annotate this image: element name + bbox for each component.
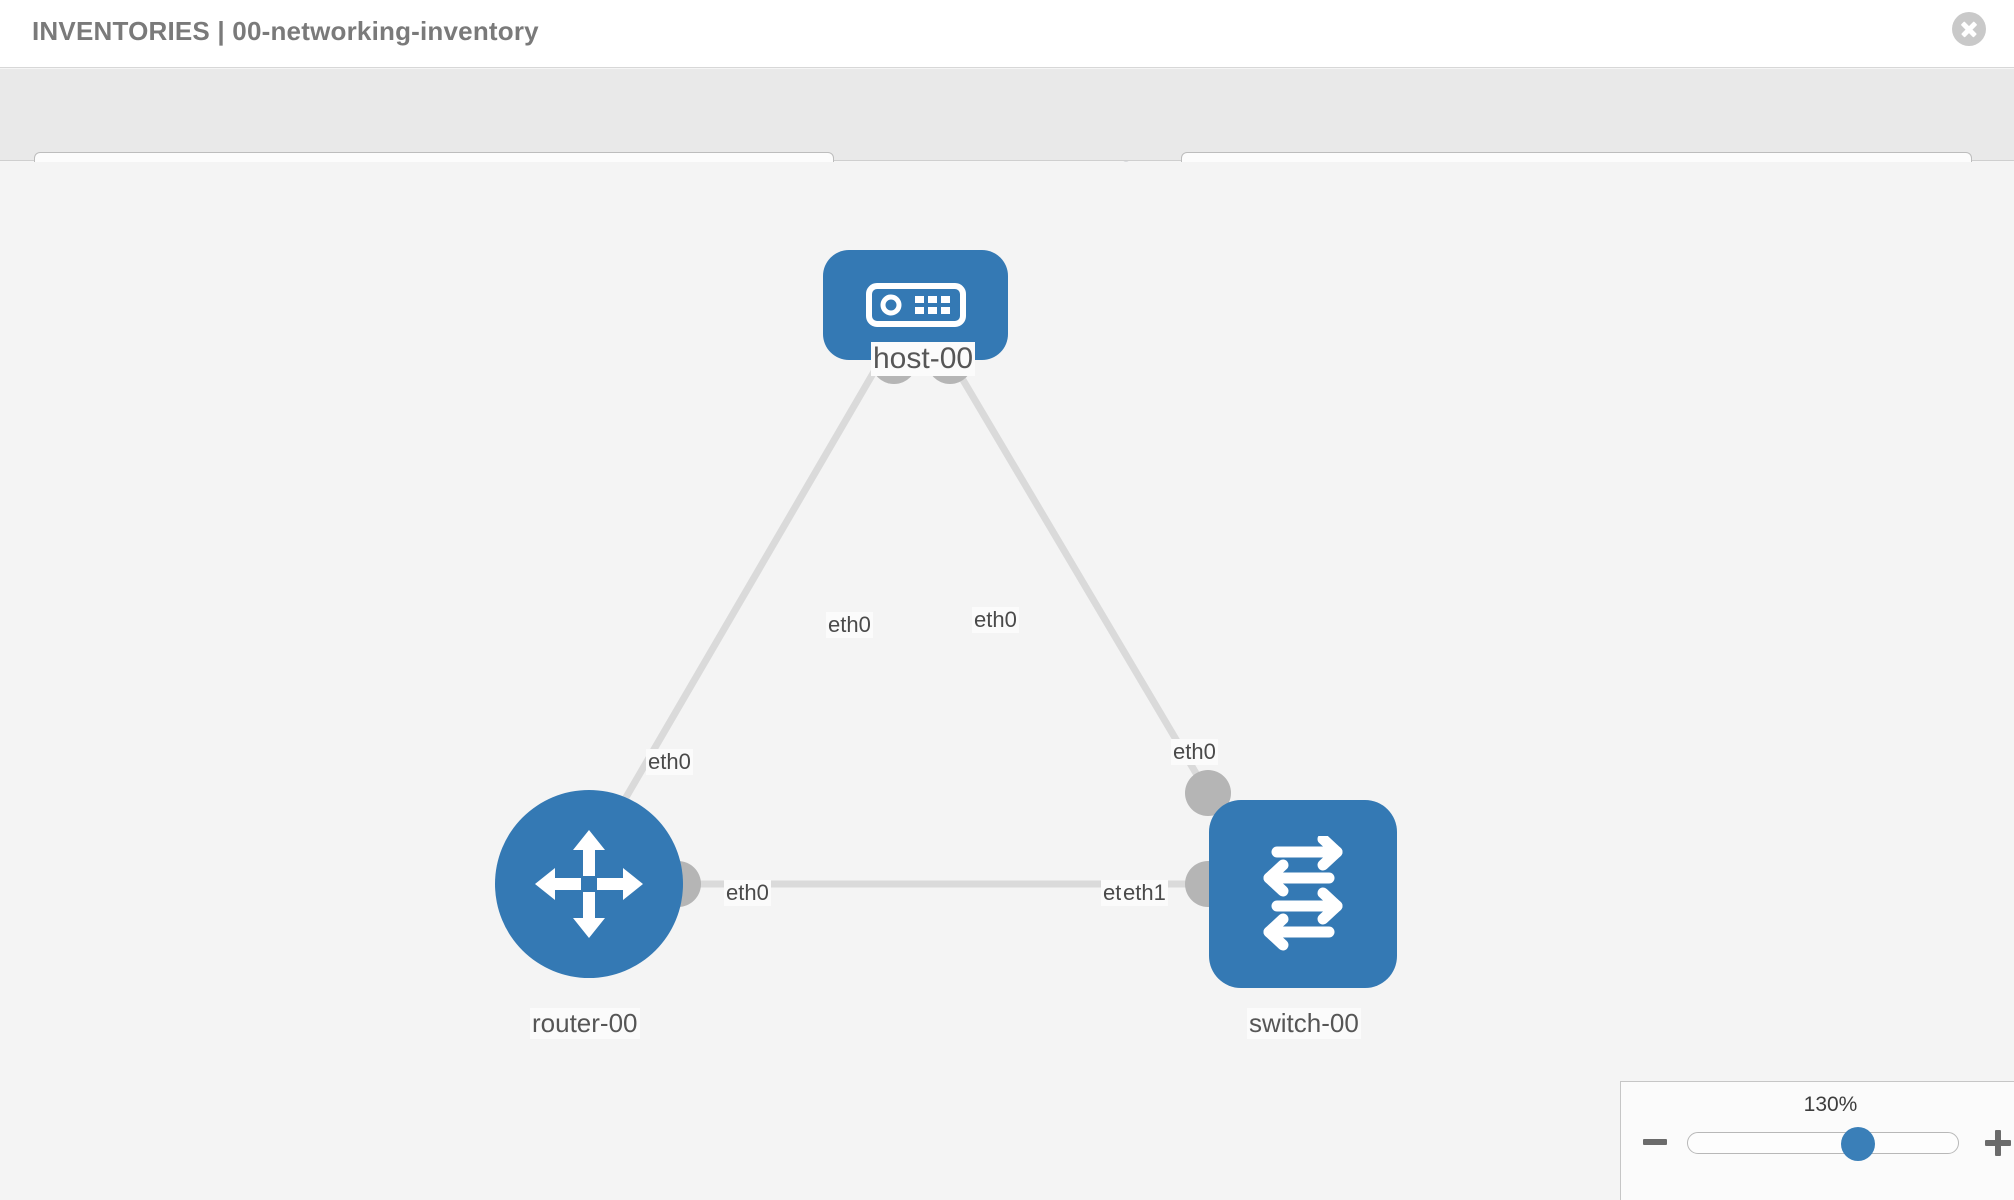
page-title: INVENTORIES | 00-networking-inventory (32, 16, 539, 46)
node-label-switch-00: switch-00 (1247, 1008, 1361, 1039)
edge-label-router00-eth0-uplink: eth0 (646, 749, 693, 775)
edge-label-switch00-eth0-uplink: eth0 (1171, 739, 1218, 765)
node-shape-switch-00[interactable] (1209, 800, 1397, 988)
zoom-panel: 130% (1620, 1081, 2014, 1200)
edge-label-router00-eth0: eth0 (724, 880, 771, 906)
zoom-out-button[interactable] (1643, 1130, 1667, 1154)
zoom-slider[interactable] (1687, 1127, 1959, 1161)
zoom-level-label: 130% (1803, 1093, 1858, 1116)
node-label-host-00: host-00 (871, 342, 976, 376)
zoom-in-button[interactable] (1985, 1130, 2011, 1156)
link-host00-router00 (596, 356, 886, 844)
switch-arrows-icon (1263, 836, 1343, 951)
edge-label-host00-eth0-right: eth0 (972, 607, 1019, 633)
router-arrows-icon (535, 830, 643, 938)
node-shape-host-00[interactable] (823, 250, 1008, 360)
edge-label-host00-eth0-left: eth0 (826, 612, 873, 638)
zoom-slider-thumb[interactable] (1841, 1127, 1876, 1161)
node-label-router-00: router-00 (530, 1008, 640, 1039)
edge-label-switch00-eth1: eth1 (1121, 880, 1168, 906)
close-icon[interactable] (1952, 12, 1986, 46)
toolbar: ACTIONS SEARCH (0, 69, 2014, 202)
topology-canvas[interactable]: host-00 router-00 (0, 162, 2014, 1200)
server-icon (865, 283, 966, 327)
node-router-00[interactable] (495, 790, 701, 978)
node-shape-router-00[interactable] (495, 790, 683, 978)
node-switch-00[interactable] (1185, 770, 1397, 988)
page-header: INVENTORIES | 00-networking-inventory (0, 0, 2014, 68)
